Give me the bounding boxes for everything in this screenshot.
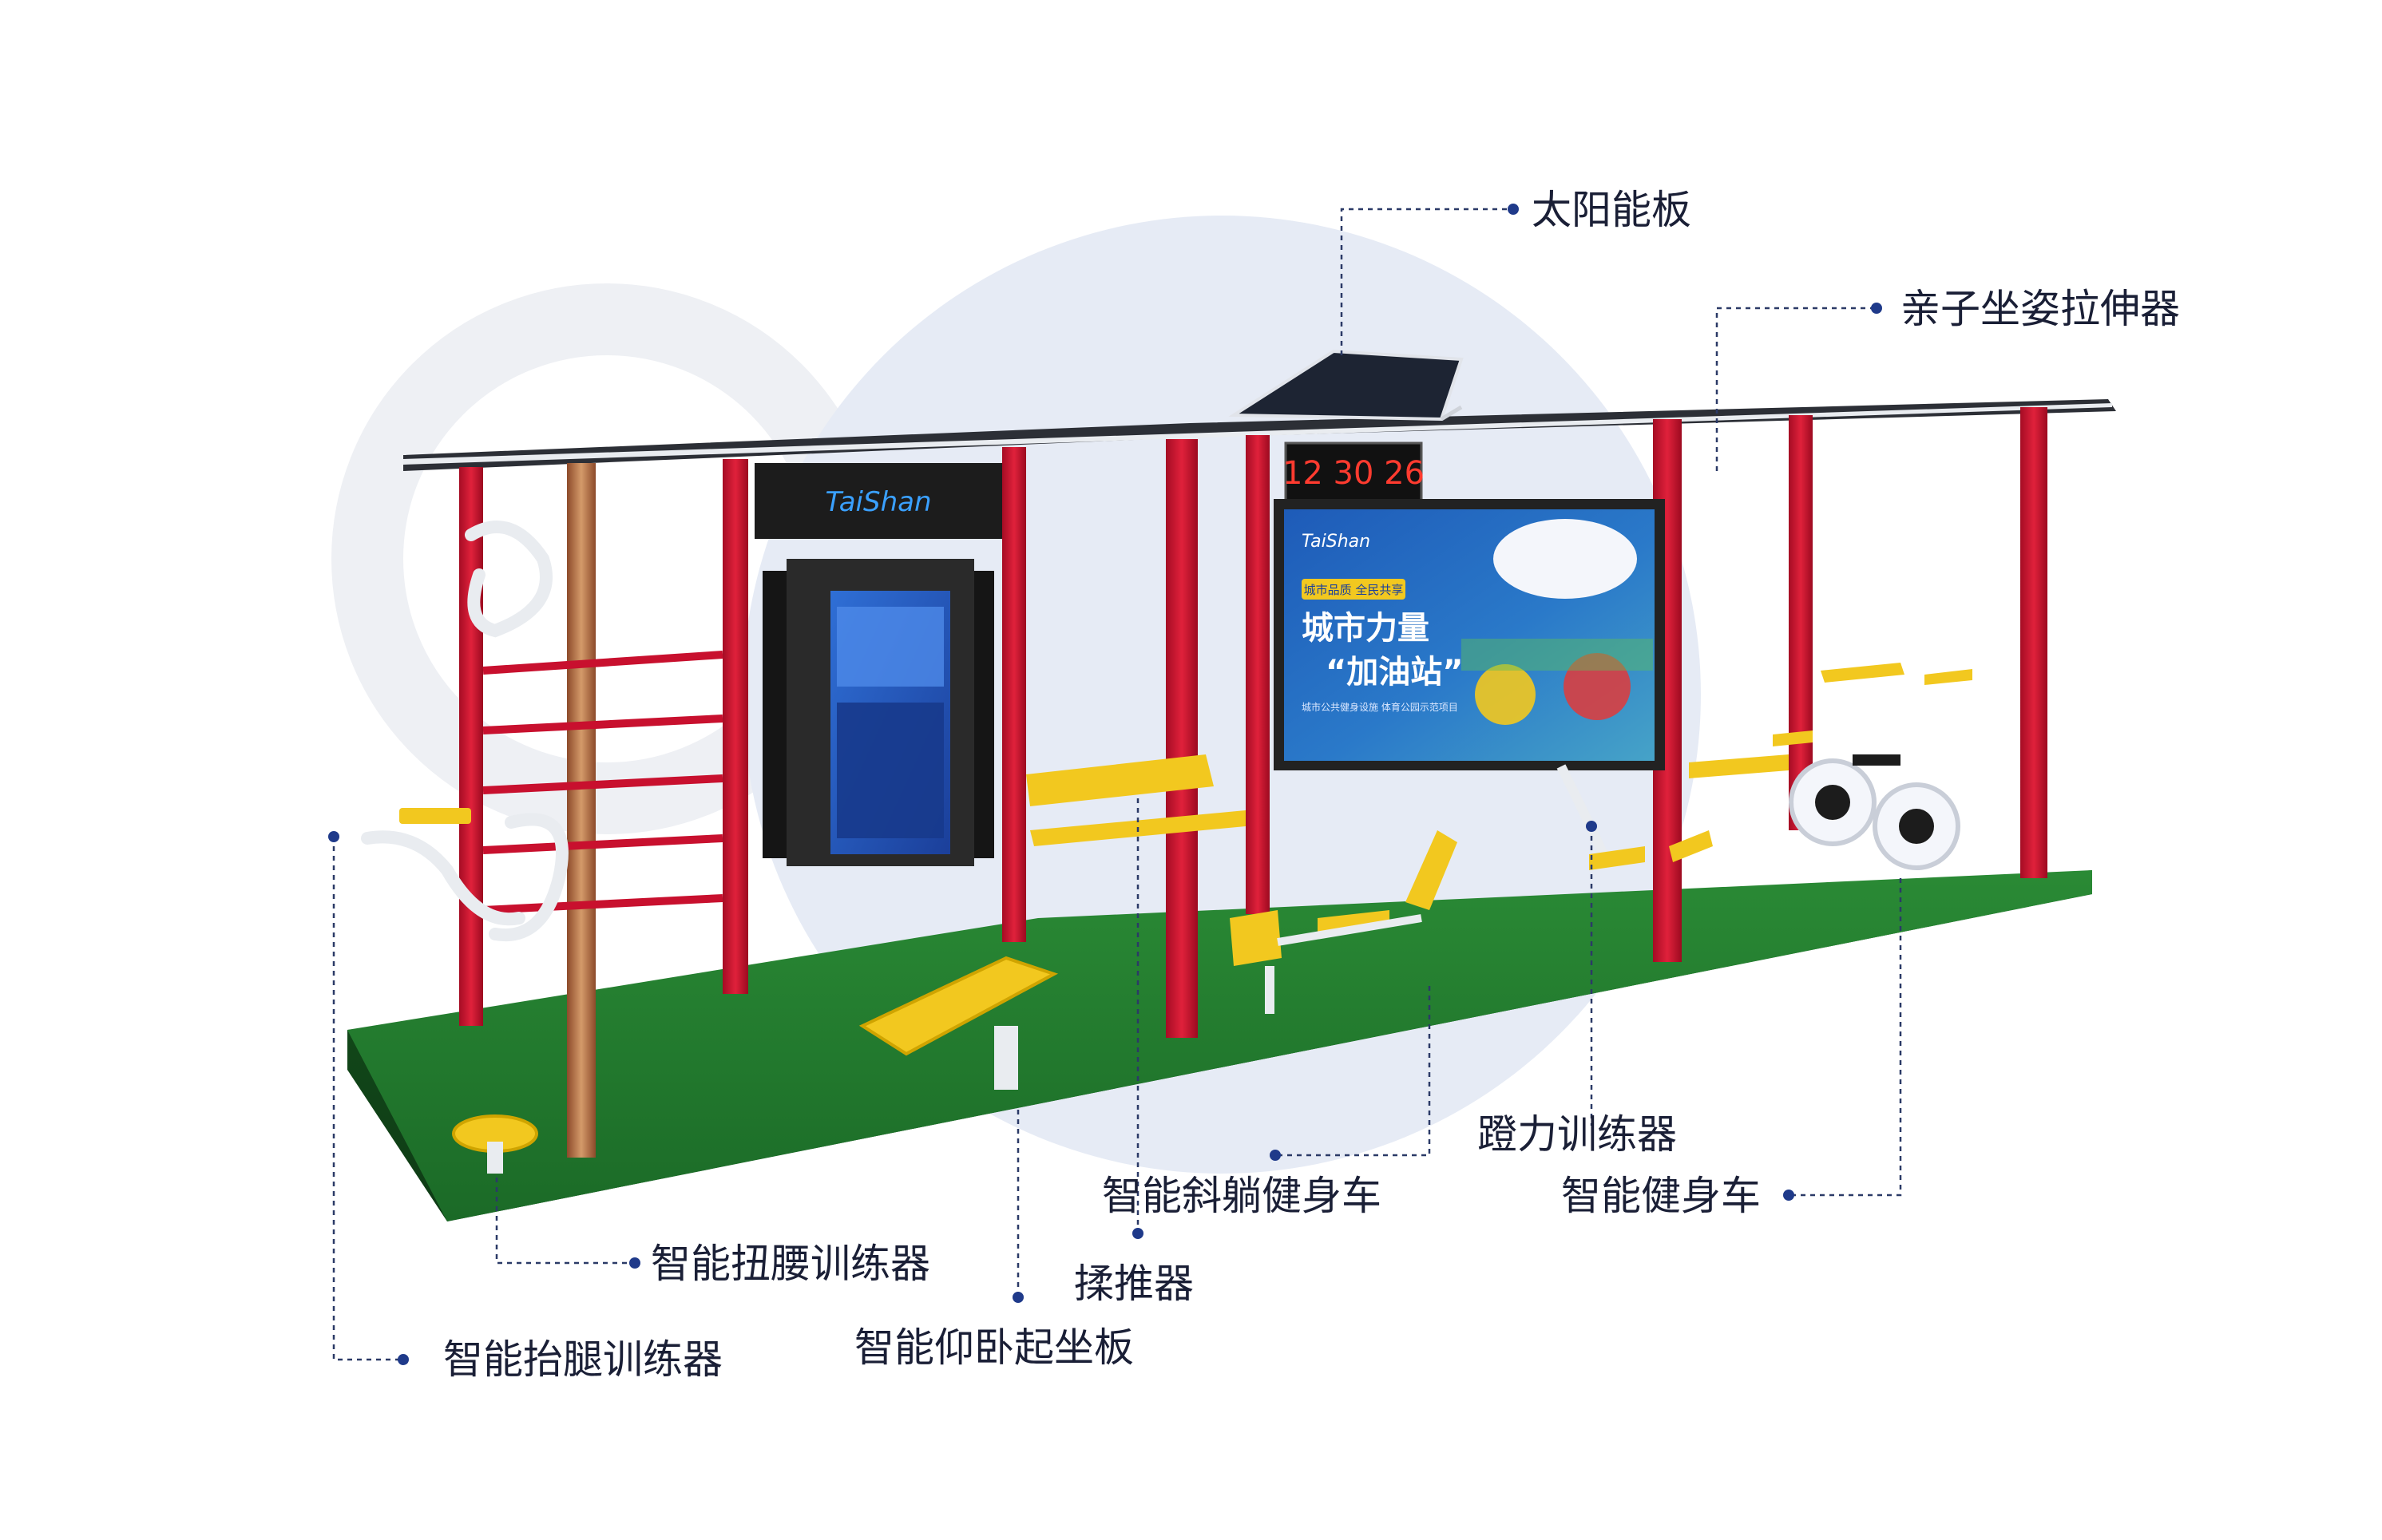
dot-smart-waist-twister (629, 1257, 640, 1269)
situp-board-top (858, 956, 1059, 1056)
recumbent-pedal-panel (1230, 910, 1282, 966)
post-1 (459, 467, 483, 1026)
roof-edge (403, 403, 2112, 465)
leader-solar-panel (1340, 208, 1513, 355)
recumbent-bike (1230, 830, 1457, 1014)
leg-raise-seat (399, 808, 471, 824)
dot-smart-leg-raise-trainer (398, 1354, 409, 1365)
leader-parent-child-stretcher (1715, 307, 1877, 471)
label-smart-waist-twister: 智能扭腰训练器 (651, 1241, 930, 1287)
clock-body (1284, 441, 1423, 505)
billboard-headline-1: 城市力量 (1302, 610, 1429, 647)
waist-twister (452, 1114, 538, 1174)
post-2-wood (567, 463, 596, 1158)
leg-raise-equipment (361, 521, 569, 942)
dot-smart-recumbent-bike (1270, 1150, 1281, 1161)
exercise-bikes (1773, 663, 1972, 870)
billboard-headline-2: “加油站” (1326, 654, 1464, 691)
dot-kneading-pusher (1132, 1228, 1143, 1239)
recumbent-backrest (1405, 830, 1457, 910)
situp-board-stand (994, 1026, 1018, 1090)
label-kneading-pusher: 揉推器 (1074, 1261, 1194, 1307)
label-parent-child-stretcher: 亲子坐姿拉伸器 (1900, 286, 2180, 332)
label-smart-situp-board: 智能仰卧起坐板 (854, 1324, 1134, 1371)
solar-panel (1228, 349, 1464, 422)
dot-smart-leg-raise-trainer-top (328, 831, 339, 842)
label-smart-leg-raise-trainer: 智能抬腿训练器 (443, 1336, 723, 1383)
post-3 (723, 459, 748, 994)
dot-smart-situp-board (1013, 1292, 1024, 1303)
billboard-dome (1493, 519, 1637, 599)
post-8 (1789, 415, 1813, 830)
billboard-logo: TaiShan (1302, 532, 1370, 552)
label-solar-panel: 太阳能板 (1532, 187, 1691, 233)
solar-panel-surface (1228, 349, 1464, 422)
frame-posts (459, 407, 2047, 1158)
post-6 (1246, 435, 1270, 914)
pedal-trainer-equipment (1556, 764, 1713, 870)
billboard-subtext: 城市公共健身设施 体育公园示范项目 (1302, 701, 1458, 713)
billboard: TaiShan 城市品质 全民共享 城市力量 “加油站” 城市公共健身设施 体育… (1274, 499, 1665, 770)
left-kiosk: TaiShan (755, 463, 1002, 866)
post-9 (2020, 407, 2047, 878)
label-smart-recumbent-bike: 智能斜躺健身车 (1102, 1173, 1381, 1219)
label-pedal-trainer: 蹬力训练器 (1477, 1111, 1677, 1158)
kiosk-header (755, 463, 1002, 539)
label-smart-exercise-bike: 智能健身车 (1561, 1173, 1761, 1219)
callout-dots (328, 204, 1882, 1365)
situp-board (858, 956, 1059, 1090)
dot-parent-child-stretcher (1871, 303, 1882, 314)
dot-solar-panel (1508, 204, 1519, 215)
backrest-bench (1026, 754, 1214, 806)
callout-labels: 太阳能板 亲子坐姿拉伸器 蹬力训练器 智能健身车 智能斜躺健身车 揉推器 智能仰… (443, 187, 2180, 1383)
billboard-tag-bg (1302, 579, 1405, 600)
leader-smart-leg-raise-trainer (332, 837, 403, 1361)
leader-smart-exercise-bike (1789, 878, 1902, 1197)
climbing-ladder (482, 651, 723, 914)
clock-display: 12 30 26 (1282, 455, 1425, 492)
stretcher-seat (1689, 754, 1789, 778)
callout-leaders (332, 208, 1902, 1361)
dot-smart-exercise-bike (1783, 1190, 1794, 1201)
leader-smart-recumbent-bike (1275, 986, 1431, 1157)
post-5 (1166, 439, 1198, 1038)
dot-pedal-trainer-top (1586, 821, 1597, 832)
post-4 (1002, 447, 1026, 942)
kiosk-logo: TaiShan (826, 486, 932, 518)
digital-clock: 12 30 26 (1282, 441, 1425, 505)
billboard-tag: 城市品质 全民共享 (1304, 583, 1404, 597)
